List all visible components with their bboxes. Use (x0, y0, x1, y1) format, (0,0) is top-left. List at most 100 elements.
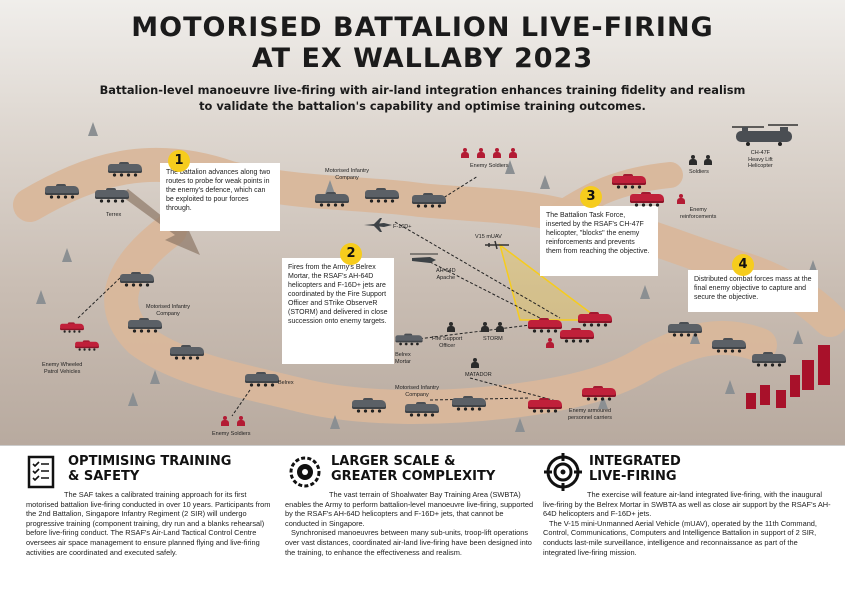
f16-label: F-16D+ (393, 224, 412, 230)
belrex-mortar-vehicle (395, 333, 423, 347)
section-2-body: The vast terrain of Shoalwater Bay Train… (285, 490, 535, 557)
storm-soldier-icon (495, 322, 505, 332)
enemy-building (790, 375, 800, 397)
tree-icon (88, 122, 98, 136)
belrex-vehicle (245, 372, 279, 388)
jet-icon (364, 218, 392, 232)
checklist-icon (27, 455, 55, 489)
enemy-building (802, 360, 814, 390)
tree-icon (690, 330, 700, 344)
apache-helicopter-icon (410, 253, 438, 263)
enemy-soldier-icon (508, 148, 518, 158)
soldiers-label: Soldiers (689, 169, 709, 175)
section-larger-scale: LARGER SCALE &GREATER COMPLEXITY The vas… (285, 452, 540, 602)
infantry-vehicle (315, 192, 349, 208)
enemy-wheeled-vehicle (60, 322, 84, 333)
tree-icon (505, 160, 515, 174)
enemy-vehicle (612, 174, 646, 190)
title-line-1: MOTORISED BATTALION LIVE-FIRING (131, 12, 714, 43)
terrex-vehicle (95, 188, 129, 204)
enemy-soldier-icon (545, 338, 555, 348)
callout-1-text: The battalion advances along two routes … (166, 169, 271, 212)
enemy-soldier-icon (236, 416, 246, 426)
matador-soldier-icon (470, 358, 480, 368)
storm-soldier-icon (480, 322, 490, 332)
callout-1-badge: 1 (168, 150, 190, 172)
enemy-soldier-icon (476, 148, 486, 158)
tree-icon (325, 180, 335, 194)
enemy-soldier-icon (492, 148, 502, 158)
tree-icon (515, 418, 525, 432)
enemy-apc-vehicle (528, 398, 562, 414)
enemy-vehicle (630, 192, 664, 208)
section-1-body: The SAF takes a calibrated training appr… (26, 490, 276, 557)
enemy-building (776, 390, 786, 408)
callout-2: Fires from the Army's Belrex Mortar, the… (282, 258, 394, 364)
callout-2-text: Fires from the Army's Belrex Mortar, the… (288, 264, 388, 325)
matador-label: MATADOR (465, 372, 492, 378)
tree-icon (725, 380, 735, 394)
enemy-building (818, 345, 830, 385)
section-1-paragraph: The SAF takes a calibrated training appr… (26, 490, 271, 557)
enemy-vehicle (560, 328, 594, 344)
section-divider (0, 445, 845, 446)
enemy-soldiers-bottom-label: Enemy Soldiers (212, 431, 251, 437)
infantry-vehicle (412, 193, 446, 209)
section-3-paragraph: The V-15 mini-Unmanned Aerial Vehicle (m… (543, 518, 817, 557)
battle-map: MOTORISED BATTALION LIVE-FIRING AT EX WA… (0, 0, 845, 445)
page-title: MOTORISED BATTALION LIVE-FIRING AT EX WA… (0, 12, 845, 74)
callout-4: Distributed combat forces mass at the fi… (688, 270, 818, 312)
terrex-vehicle (108, 162, 142, 178)
storm-label: STORM (483, 336, 503, 342)
enemy-vehicle (578, 312, 612, 328)
v15-label: V15 mUAV (475, 234, 502, 240)
belrex-label: Belrex (278, 380, 294, 386)
infantry-vehicle (170, 345, 204, 361)
tree-icon (128, 392, 138, 406)
infantry-vehicle (405, 402, 439, 418)
fire-support-officer-icon (446, 322, 456, 332)
tree-icon (150, 370, 160, 384)
tree-icon (330, 415, 340, 429)
callout-4-text: Distributed combat forces mass at the fi… (694, 276, 812, 301)
infantry-vehicle (752, 352, 786, 368)
helicopter-icon (732, 124, 798, 146)
enemy-building (760, 385, 770, 405)
infantry-vehicle (668, 322, 702, 338)
soldier-icon (688, 155, 698, 165)
title-line-2: AT EX WALLABY 2023 (251, 43, 594, 74)
enemy-apc-vehicle (582, 386, 616, 402)
crosshair-icon (544, 453, 582, 491)
section-3-paragraph: The exercise will feature air-land integ… (543, 490, 831, 519)
subtitle-line-2: to validate the battalion's capability a… (199, 99, 646, 113)
subtitle-line-1: Battalion-level manoeuvre live-firing wi… (99, 83, 746, 97)
tree-icon (808, 260, 818, 274)
terrex-vehicle (45, 184, 79, 200)
infantry-vehicle (352, 398, 386, 414)
callout-3-badge: 3 (580, 186, 602, 208)
enemy-soldier-icon (676, 194, 686, 204)
gear-network-icon (289, 456, 321, 488)
callout-1: The battalion advances along two routes … (160, 163, 280, 231)
section-2-paragraph: Synchronised manoeuvres between many sub… (285, 528, 532, 557)
callout-3-text: The Battalion Task Force, inserted by th… (546, 212, 650, 255)
tree-icon (640, 285, 650, 299)
callout-2-badge: 2 (340, 243, 362, 265)
callout-3: The Battalion Task Force, inserted by th… (540, 206, 658, 276)
terrex-label: Terrex (106, 212, 122, 218)
enemy-soldiers-top-label: Enemy Soldiers (470, 163, 509, 169)
tree-icon (598, 395, 608, 409)
section-2-title: LARGER SCALE &GREATER COMPLEXITY (331, 454, 496, 484)
tree-icon (793, 330, 803, 344)
